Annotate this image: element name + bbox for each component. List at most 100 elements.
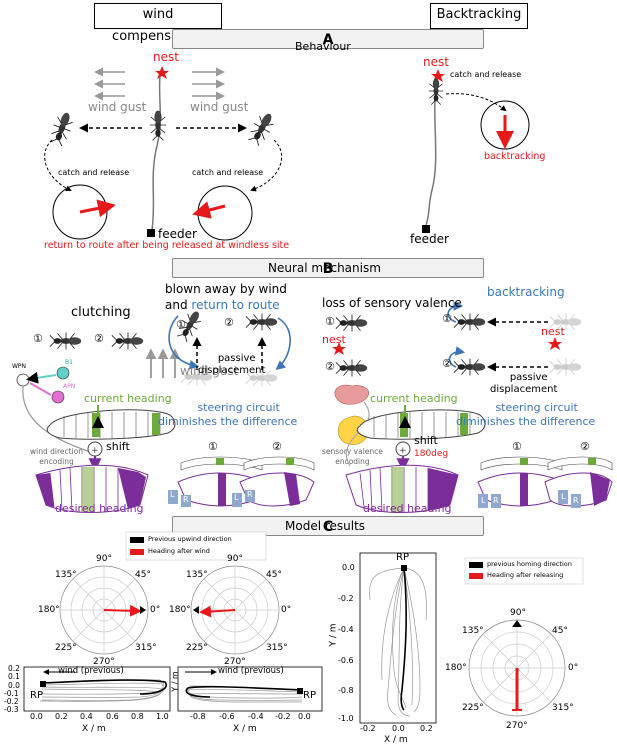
- brain-mushroom-red: [334, 384, 370, 405]
- traj1-ytick-4: -0.2: [4, 697, 19, 706]
- current-heading-label-right: current heading: [370, 392, 458, 405]
- ant-a-back: [428, 77, 444, 105]
- catch-release-label-left: catch and release: [58, 168, 130, 177]
- section-c-letter: C: [322, 519, 334, 535]
- polar3-270: 270°: [506, 721, 528, 731]
- traj1-ytick-5: -0.3: [4, 705, 19, 714]
- traj1-ytick-1: 0.1: [8, 672, 20, 681]
- nest-star-b-right: [548, 337, 562, 350]
- lr-R-left: R: [183, 495, 189, 504]
- svg-text:+: +: [399, 446, 407, 456]
- ant-a-left: [47, 109, 77, 148]
- lr-box-left-2: [232, 493, 242, 507]
- legend2-red-label: Heading after releasing: [487, 571, 564, 579]
- traj1-xtick-1: 0.2: [55, 712, 68, 721]
- wind-gust-label-left: wind gust: [88, 100, 147, 114]
- blown-return-word: return to route: [191, 298, 280, 312]
- traj3-ytick-1: -0.2: [338, 594, 354, 603]
- blown-and-label: and return to route: [165, 298, 279, 312]
- route-path-left: [151, 75, 162, 231]
- blown-num-2: ②: [224, 316, 234, 329]
- backtracking-label-a: backtracking: [484, 151, 546, 162]
- traj1-wind-label: wind (previous): [58, 666, 124, 676]
- ant-b-blown-2: [245, 313, 278, 331]
- displacement-word-left: displacement: [198, 365, 266, 376]
- nest-label-a-left: nest: [153, 50, 179, 64]
- traj2-xtick-1: -0.6: [219, 712, 235, 721]
- steering-circuit-right: steering circuit diminishes the differen…: [456, 401, 595, 429]
- blown-and-word: and: [165, 298, 188, 312]
- catch-release-label-back: catch and release: [450, 70, 522, 79]
- nest-star-a-right: [431, 69, 445, 82]
- wind-gust-label-right: wind gust: [190, 100, 249, 114]
- nest-star-b-left: [332, 342, 346, 355]
- steering-right-line2: diminishes the difference: [456, 415, 596, 428]
- lr-L-right-2: L: [561, 492, 566, 501]
- traj3-xtick-1: 0.0: [392, 724, 405, 733]
- clutch-num-2: ②: [94, 332, 104, 345]
- traj2-xtick-3: -0.2: [275, 712, 291, 721]
- polar2-45: 45°: [266, 570, 282, 580]
- blown-away-label: blown away by wind: [165, 282, 287, 296]
- fan-num-left-1: ①: [208, 440, 218, 453]
- polar2-225: 225°: [186, 643, 208, 653]
- release-circle-right: [197, 185, 253, 241]
- section-b-band: B: [172, 258, 484, 278]
- polar3-135: 135°: [462, 626, 484, 636]
- displacement-word-right: displacement: [490, 384, 558, 395]
- traj1-xtick-0: 0.0: [30, 712, 43, 721]
- traj3-xtick-2: 0.2: [420, 724, 433, 733]
- legend1-black-label: Previous upwind direction: [148, 535, 232, 543]
- traj1-xtick-2: 0.4: [80, 712, 93, 721]
- section-a-title: Behaviour: [295, 40, 351, 53]
- backtracking-label-b: backtracking: [487, 285, 565, 299]
- fan-num-left-2: ②: [272, 440, 282, 453]
- polar1-45: 45°: [135, 570, 151, 580]
- legend-box-2: [464, 557, 584, 585]
- loss-num-1: ①: [325, 315, 335, 328]
- traj2-wind-label: wind (previous): [218, 666, 284, 676]
- legend2-black-label: previous homing direction: [487, 560, 572, 568]
- traj2-xtick-0: -0.8: [190, 712, 206, 721]
- blown-num-1: ①: [176, 318, 186, 331]
- polar2-315: 315°: [266, 643, 288, 653]
- traj1-xtick-3: 0.6: [106, 712, 119, 721]
- polar3-90: 90°: [510, 608, 526, 618]
- traj2-rp-label: RP: [303, 690, 316, 701]
- ant-b-loss-2: [335, 359, 368, 377]
- polar1-135: 135°: [55, 570, 77, 580]
- sensory-encoding-line2: encoding: [335, 457, 370, 466]
- polar1-180: 180°: [38, 605, 60, 615]
- traj3-rp-label: RP: [396, 552, 409, 563]
- clutching-label: clutching: [71, 305, 131, 320]
- loss-valence-label: loss of sensory valence: [322, 296, 462, 310]
- polar3-315: 315°: [552, 703, 574, 713]
- wind-encoding-line1: wind direction: [30, 447, 83, 456]
- feeder-label-left: feeder: [158, 227, 197, 241]
- nest-label-b-left: nest: [322, 333, 346, 346]
- steering-right-line1: steering circuit: [495, 401, 578, 414]
- traj3-ytick-5: -1.0: [338, 714, 354, 723]
- traj1-rp-label: RP: [30, 690, 43, 701]
- nest-star-a-left: [155, 66, 169, 79]
- polar2-90: 90°: [227, 554, 243, 564]
- wind-encoding-label: wind direction encoding: [30, 447, 83, 467]
- route-path-right: [425, 84, 437, 226]
- back-num-1: ①: [442, 312, 452, 325]
- traj2-xtick-4: 0.0: [298, 712, 311, 721]
- passive-displacement-left: passive displacement: [198, 353, 265, 377]
- steering-left-line2: diminishes the difference: [158, 415, 298, 428]
- steering-circuit-left: steering circuit diminishes the differen…: [158, 401, 297, 429]
- passive-word-left: passive: [217, 353, 256, 364]
- traj3-xtick-0: -0.2: [360, 724, 376, 733]
- desired-heading-label-left: desired heading: [55, 502, 144, 515]
- polar1-90: 90°: [96, 554, 112, 564]
- section-b-letter: B: [322, 261, 334, 277]
- traj2-xlabel: X / m: [233, 724, 257, 734]
- legend1-red-label: Heading after wind: [148, 547, 210, 555]
- section-c-title: Model results: [285, 519, 366, 533]
- title-backtracking: Backtracking: [430, 3, 528, 29]
- polar2-0: 0°: [281, 605, 292, 615]
- loss-num-2: ②: [325, 360, 335, 373]
